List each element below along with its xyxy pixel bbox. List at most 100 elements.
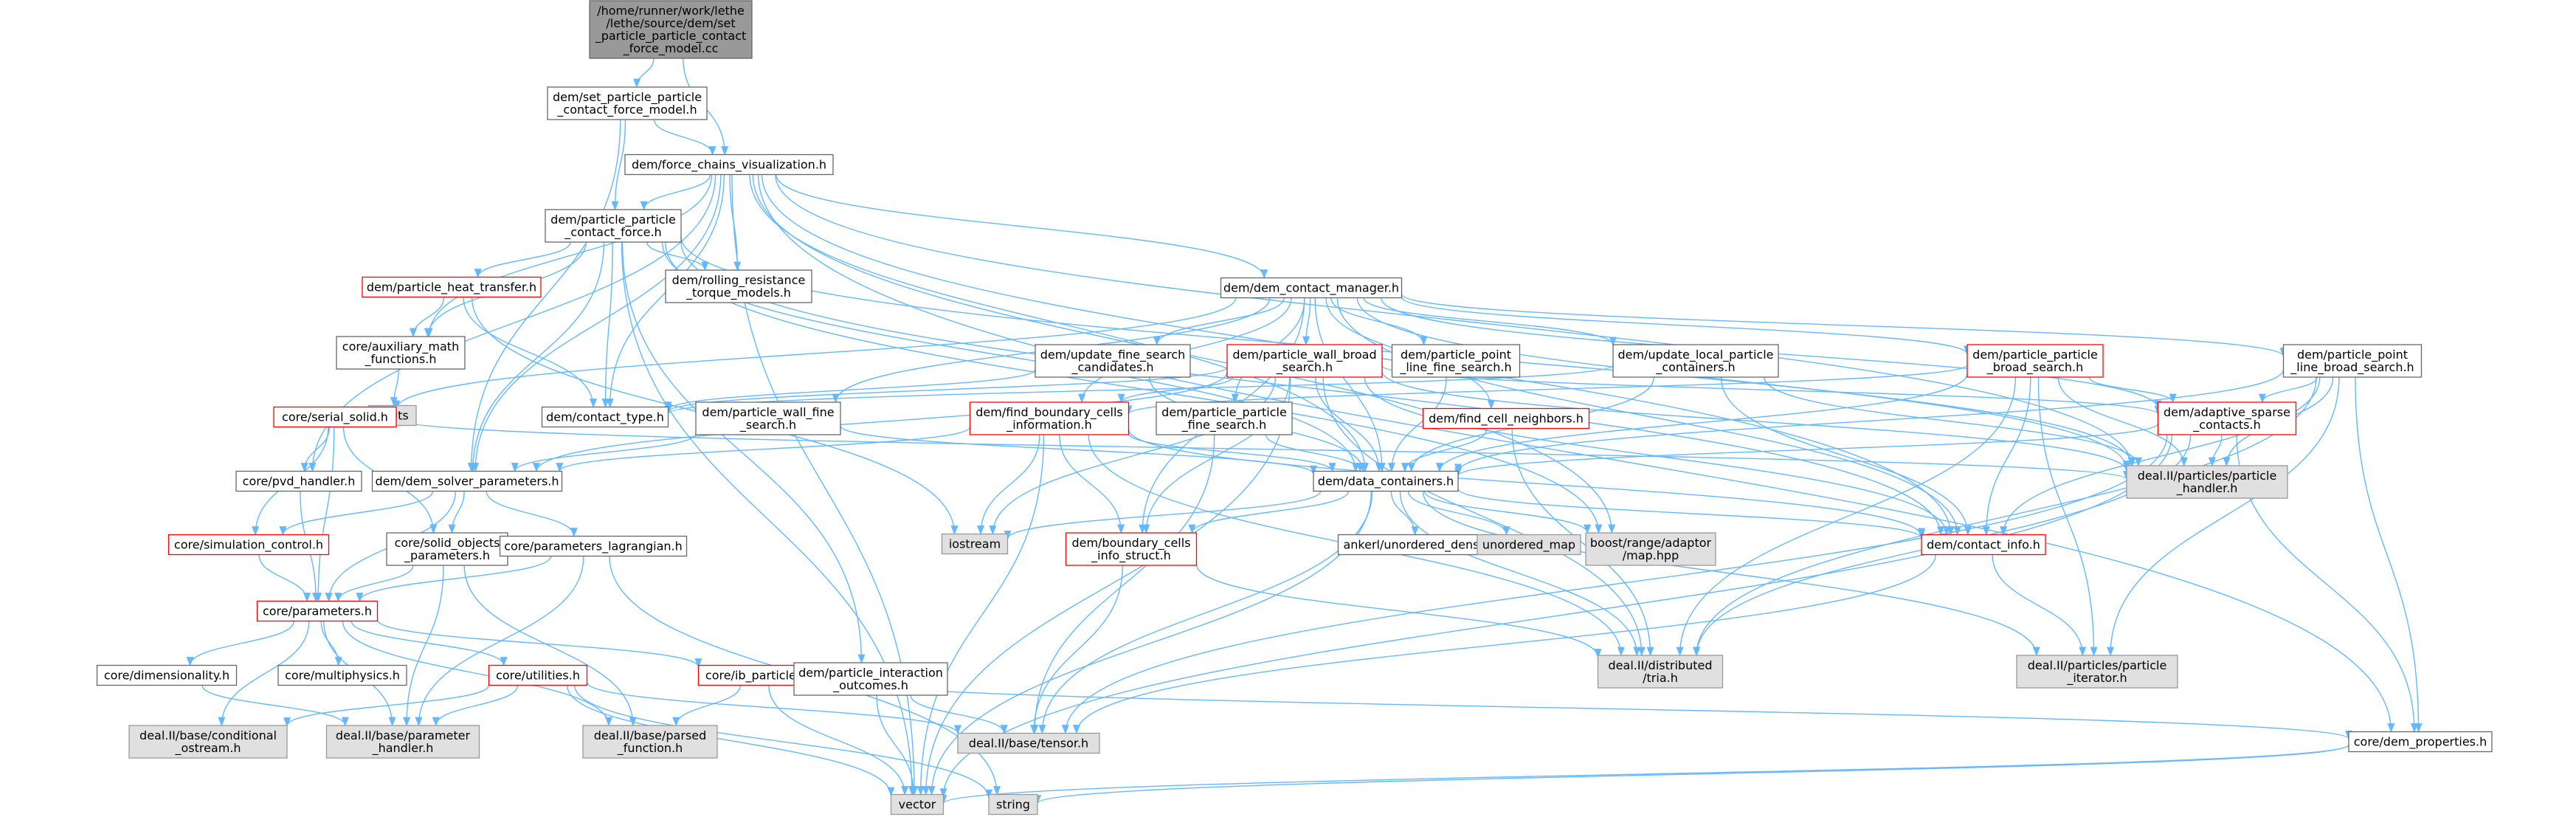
graph-node-utils[interactable]: core/utilities.h [488, 664, 588, 686]
graph-edge-line [940, 744, 2349, 804]
graph-node-label: dem/contact_type.h [546, 410, 664, 425]
graph-edge-ib-to-parsedf [672, 685, 742, 727]
graph-node-box [1585, 532, 1716, 566]
graph-edge-line [1407, 491, 1510, 536]
graph-node-box [277, 664, 407, 686]
graph-edge-ufs-to-contact_type [664, 368, 1036, 411]
graph-edge-line [573, 685, 992, 799]
graph-node-label-line: _broad_search.h [1986, 360, 2084, 375]
graph-edge-line [410, 297, 445, 338]
graph-edge-line [1356, 297, 2136, 467]
graph-node-pio[interactable]: dem/particle_interaction_outcomes.h [793, 662, 948, 696]
graph-edge-fbci-to-bcis [1059, 434, 1125, 534]
graph-node-label: dem/particle_point_line_broad_search.h [2290, 348, 2414, 375]
graph-node-box [1337, 534, 1504, 556]
graph-node-solid_obj[interactable]: core/solid_objects_parameters.h [386, 532, 508, 566]
graph-node-multiph[interactable]: core/multiphysics.h [277, 664, 407, 686]
graph-node-label-line: dem/force_chains_visualization.h [632, 158, 826, 173]
graph-node-label-line: _iterator.h [2066, 671, 2127, 686]
graph-node-box [2157, 401, 2297, 435]
graph-node-label-line: deal.II/particles/particle [2028, 658, 2167, 672]
graph-node-label-line: _fine_search.h [1181, 418, 1266, 432]
graph-node-bcis[interactable]: dem/boundary_cells_info_struct.h [1065, 532, 1198, 566]
graph-node-label: deal.II/base/tensor.h [969, 737, 1088, 751]
graph-node-ulpc[interactable]: dem/update_local_particle_containers.h [1612, 344, 1779, 378]
graph-edge-line [1117, 376, 1234, 404]
graph-node-fbci[interactable]: dem/find_boundary_cells_information.h [969, 401, 1130, 435]
graph-node-box [96, 664, 238, 686]
graph-edge-fcv-to-aux [425, 174, 713, 338]
graph-node-tria: deal.II/distributed/tria.h [1597, 655, 1724, 689]
graph-edge-solid_obj-to-parsedf [463, 565, 637, 727]
graph-edge-ppbs-to-ppart [2057, 376, 2188, 467]
graph-edge-line [396, 418, 2130, 480]
graph-node-label: dem/update_fine_search_candidates.h [1040, 348, 1186, 375]
graph-edge-dc-to-iostream [1004, 491, 1322, 540]
graph-node-aux[interactable]: core/auxiliary_math_functions.h [336, 336, 466, 370]
graph-edge-line [1982, 376, 2031, 536]
graph-edge-line [566, 685, 895, 797]
graph-edge-line [621, 241, 916, 796]
graph-node-pwbs[interactable]: dem/particle_wall_broad_search.h [1226, 344, 1383, 378]
graph-edge-fcn-to-dc [1401, 428, 1488, 472]
graph-node-asc[interactable]: dem/adaptive_sparse_contacts.h [2157, 401, 2297, 435]
graph-edge-params-to-multiph [320, 621, 342, 666]
graph-edge-dsp-to-simctrl [279, 491, 434, 536]
graph-edge-line [393, 297, 1237, 410]
graph-node-pplbs[interactable]: dem/particle_point_line_broad_search.h [2282, 344, 2423, 378]
graph-edge-ib-to-vector [768, 685, 909, 796]
graph-node-label-line: core/parameters.h [263, 604, 372, 618]
graph-node-label-line: core/solid_objects [395, 536, 500, 551]
graph-edge-dcm-to-dc [1314, 297, 1386, 472]
graph-node-label-line: dem/particle_wall_broad [1232, 348, 1376, 362]
graph-node-demprop[interactable]: core/dem_properties.h [2348, 731, 2493, 753]
graph-node-label-line: _search.h [739, 418, 796, 432]
graph-node-pvd[interactable]: core/pvd_handler.h [235, 470, 362, 492]
graph-node-anker[interactable]: ankerl/unordered_dense.h [1337, 534, 1504, 556]
graph-node-params[interactable]: core/parameters.h [256, 600, 379, 622]
graph-node-dsp[interactable]: dem/dem_solver_parameters.h [371, 470, 563, 492]
graph-node-label: core/dem_properties.h [2354, 735, 2487, 750]
graph-edge-utils-to-tensor [586, 681, 961, 734]
graph-edge-line [1073, 554, 1936, 734]
graph-node-pwfs[interactable]: dem/particle_wall_fine_search.h [695, 401, 841, 435]
graph-edge-dc-to-umap [1407, 491, 1510, 536]
graph-edge-cinfo-to-piter [1992, 554, 2087, 657]
graph-node-pplfs[interactable]: dem/particle_point_line_fine_search.h [1391, 344, 1521, 378]
graph-edge-utils-to-paramh [432, 685, 519, 727]
graph-node-rolling[interactable]: dem/rolling_resistance_torque_models.h [665, 269, 812, 303]
graph-node-fcn[interactable]: dem/find_cell_neighbors.h [1422, 407, 1590, 430]
graph-node-ppfs[interactable]: dem/particle_particle_fine_search.h [1156, 401, 1293, 435]
graph-node-set_pp[interactable]: dem/set_particle_particle_contact_force_… [547, 86, 708, 120]
graph-edge-line [1422, 491, 2040, 657]
graph-node-contact_type[interactable]: dem/contact_type.h [541, 406, 669, 428]
graph-node-cinfo[interactable]: dem/contact_info.h [1921, 534, 2046, 556]
graph-node-label-line: dem/update_local_particle [1618, 348, 1774, 362]
graph-edge-line [1363, 297, 1617, 346]
graph-edge-line [467, 119, 621, 472]
graph-node-serial_solid[interactable]: core/serial_solid.h [273, 406, 397, 428]
graph-node-simctrl[interactable]: core/simulation_control.h [168, 534, 330, 556]
graph-node-plag[interactable]: core/parameters_lagrangian.h [499, 535, 688, 557]
graph-node-ppcf[interactable]: dem/particle_particle_contact_force.h [545, 209, 682, 243]
graph-node-ufs[interactable]: dem/update_fine_search_candidates.h [1035, 344, 1191, 378]
graph-node-label: dem/rolling_resistance_torque_models.h [672, 273, 806, 300]
graph-node-pht[interactable]: dem/particle_heat_transfer.h [362, 276, 542, 298]
graph-node-label-line: core/utilities.h [496, 669, 580, 683]
graph-node-box [941, 533, 1009, 555]
graph-node-iostream: iostream [941, 533, 1009, 555]
graph-node-dc[interactable]: dem/data_containers.h [1313, 470, 1459, 492]
graph-edge-line [448, 491, 465, 534]
graph-node-label: core/parameters_lagrangian.h [504, 540, 683, 554]
graph-node-label-line: dem/update_fine_search [1040, 348, 1186, 362]
graph-node-label: dem/find_boundary_cells_information.h [976, 405, 1122, 432]
graph-node-ppbs[interactable]: dem/particle_particle_broad_search.h [1966, 344, 2104, 378]
graph-node-label-line: dem/rolling_resistance [672, 273, 806, 288]
graph-edge-params-to-condout [218, 621, 310, 727]
graph-edge-ppcf-to-pht [474, 241, 571, 278]
graph-node-fcv[interactable]: dem/force_chains_visualization.h [624, 154, 834, 176]
graph-node-ppart: deal.II/particles/particle_handler.h [2126, 465, 2288, 499]
graph-node-dim[interactable]: core/dimensionality.h [96, 664, 238, 686]
graph-node-label: deal.II/base/parsed_function.h [594, 728, 707, 756]
graph-node-dcm[interactable]: dem/dem_contact_manager.h [1220, 277, 1403, 299]
